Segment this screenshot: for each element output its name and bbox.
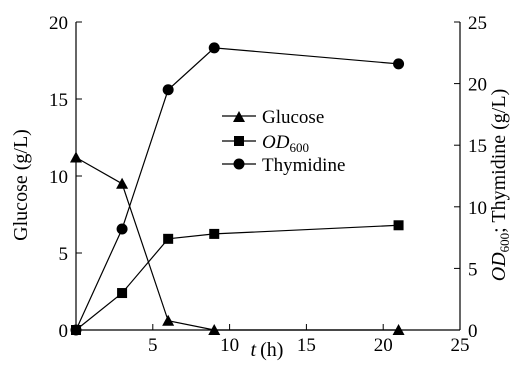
series-od600-point bbox=[393, 220, 404, 231]
series-thymidine-point bbox=[116, 223, 128, 235]
y-left-tick-label: 0 bbox=[59, 321, 69, 342]
x-tick-label: 20 bbox=[374, 335, 393, 356]
series-glucose-point bbox=[208, 324, 221, 335]
x-tick-label: 10 bbox=[220, 335, 239, 356]
x-axis-title-var: t bbox=[251, 339, 257, 361]
y-left-tick-label: 15 bbox=[49, 90, 68, 111]
y-left-tick-label: 5 bbox=[59, 244, 69, 265]
series-glucose-point bbox=[162, 314, 175, 326]
axes bbox=[75, 22, 461, 331]
series-od600-point bbox=[117, 288, 128, 299]
x-tick-label: 15 bbox=[297, 335, 316, 356]
legend-od-label-sub: 600 bbox=[289, 140, 309, 155]
y-axis-right-title: OD600; Thymidine (g/L) bbox=[488, 89, 512, 281]
series-od600-point bbox=[163, 233, 174, 244]
x-axis-title-unit: (h) bbox=[260, 339, 283, 361]
series-glucose-point bbox=[392, 324, 405, 335]
y-axis-left-title: Glucose (g/L) bbox=[10, 129, 32, 241]
series-od600-point bbox=[209, 228, 220, 239]
x-axis-title: t(h) bbox=[251, 339, 284, 361]
series-thymidine-point bbox=[70, 324, 82, 336]
legend-od-label: OD600 bbox=[262, 132, 309, 155]
y-left-tick-label: 20 bbox=[49, 13, 68, 34]
y-right-tick-label: 5 bbox=[468, 259, 478, 280]
y-right-tick-label: 20 bbox=[468, 75, 487, 96]
x-tick-label: 5 bbox=[148, 335, 158, 356]
legend-thymidine-marker bbox=[233, 158, 245, 170]
series-glucose-point bbox=[116, 177, 129, 189]
series-glucose-point bbox=[70, 151, 82, 163]
series-layer bbox=[70, 42, 405, 336]
legend: Glucose OD600 Thymidine bbox=[222, 107, 345, 176]
y-left-tick-label: 10 bbox=[49, 167, 68, 188]
y-axis-right-title-od: OD bbox=[488, 252, 510, 281]
y-right-tick-label: 15 bbox=[468, 136, 487, 157]
series-thymidine-point bbox=[162, 84, 174, 96]
x-tick-label: 25 bbox=[451, 335, 470, 356]
y-right-tick-label: 10 bbox=[468, 198, 487, 219]
y-axis-right-title-sub: 600 bbox=[497, 233, 512, 253]
legend-od-marker bbox=[234, 136, 244, 146]
legend-glucose-label: Glucose bbox=[262, 107, 324, 128]
legend-thymidine-label: Thymidine bbox=[262, 155, 345, 176]
series-thymidine-point bbox=[208, 42, 220, 54]
legend-od-label-main: OD bbox=[262, 132, 290, 153]
y-axis-right-title-rest: ; Thymidine (g/L) bbox=[488, 89, 510, 233]
y-right-tick-label: 0 bbox=[468, 321, 478, 342]
y-right-tick-label: 25 bbox=[468, 13, 487, 34]
series-od600-line bbox=[75, 224, 399, 331]
series-thymidine-point bbox=[393, 58, 405, 70]
legend-glucose-marker bbox=[233, 111, 245, 122]
